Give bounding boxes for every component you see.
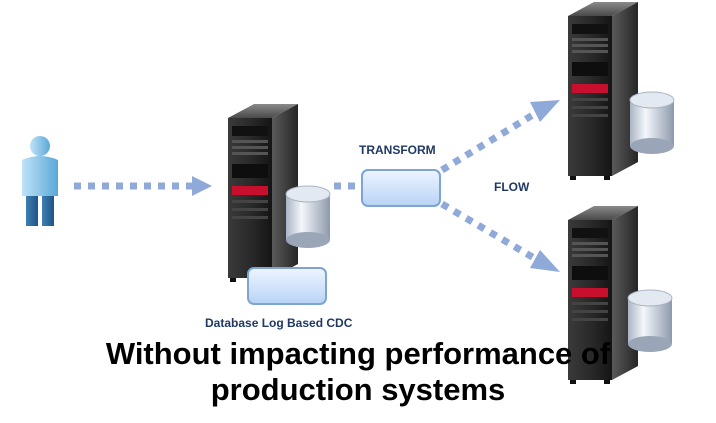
flow-label: FLOW — [494, 180, 530, 194]
arrow-to-target-bottom — [440, 200, 560, 272]
caption-line-2: production systems — [210, 372, 506, 407]
transform-box-icon — [361, 169, 441, 207]
caption: Without impacting performance of product… — [0, 336, 716, 408]
target-database-top-icon — [629, 91, 675, 155]
transform-label: TRANSFORM — [359, 143, 436, 157]
cdc-label: Database Log Based CDC — [205, 316, 353, 330]
user-icon — [22, 136, 58, 226]
caption-line-1: Without impacting performance of — [105, 336, 611, 371]
source-database-icon — [285, 185, 331, 249]
arrow-user-to-server — [74, 176, 212, 196]
arrow-to-target-top — [440, 100, 560, 173]
target-server-top-icon — [568, 2, 638, 180]
cdc-box-icon — [247, 267, 327, 305]
